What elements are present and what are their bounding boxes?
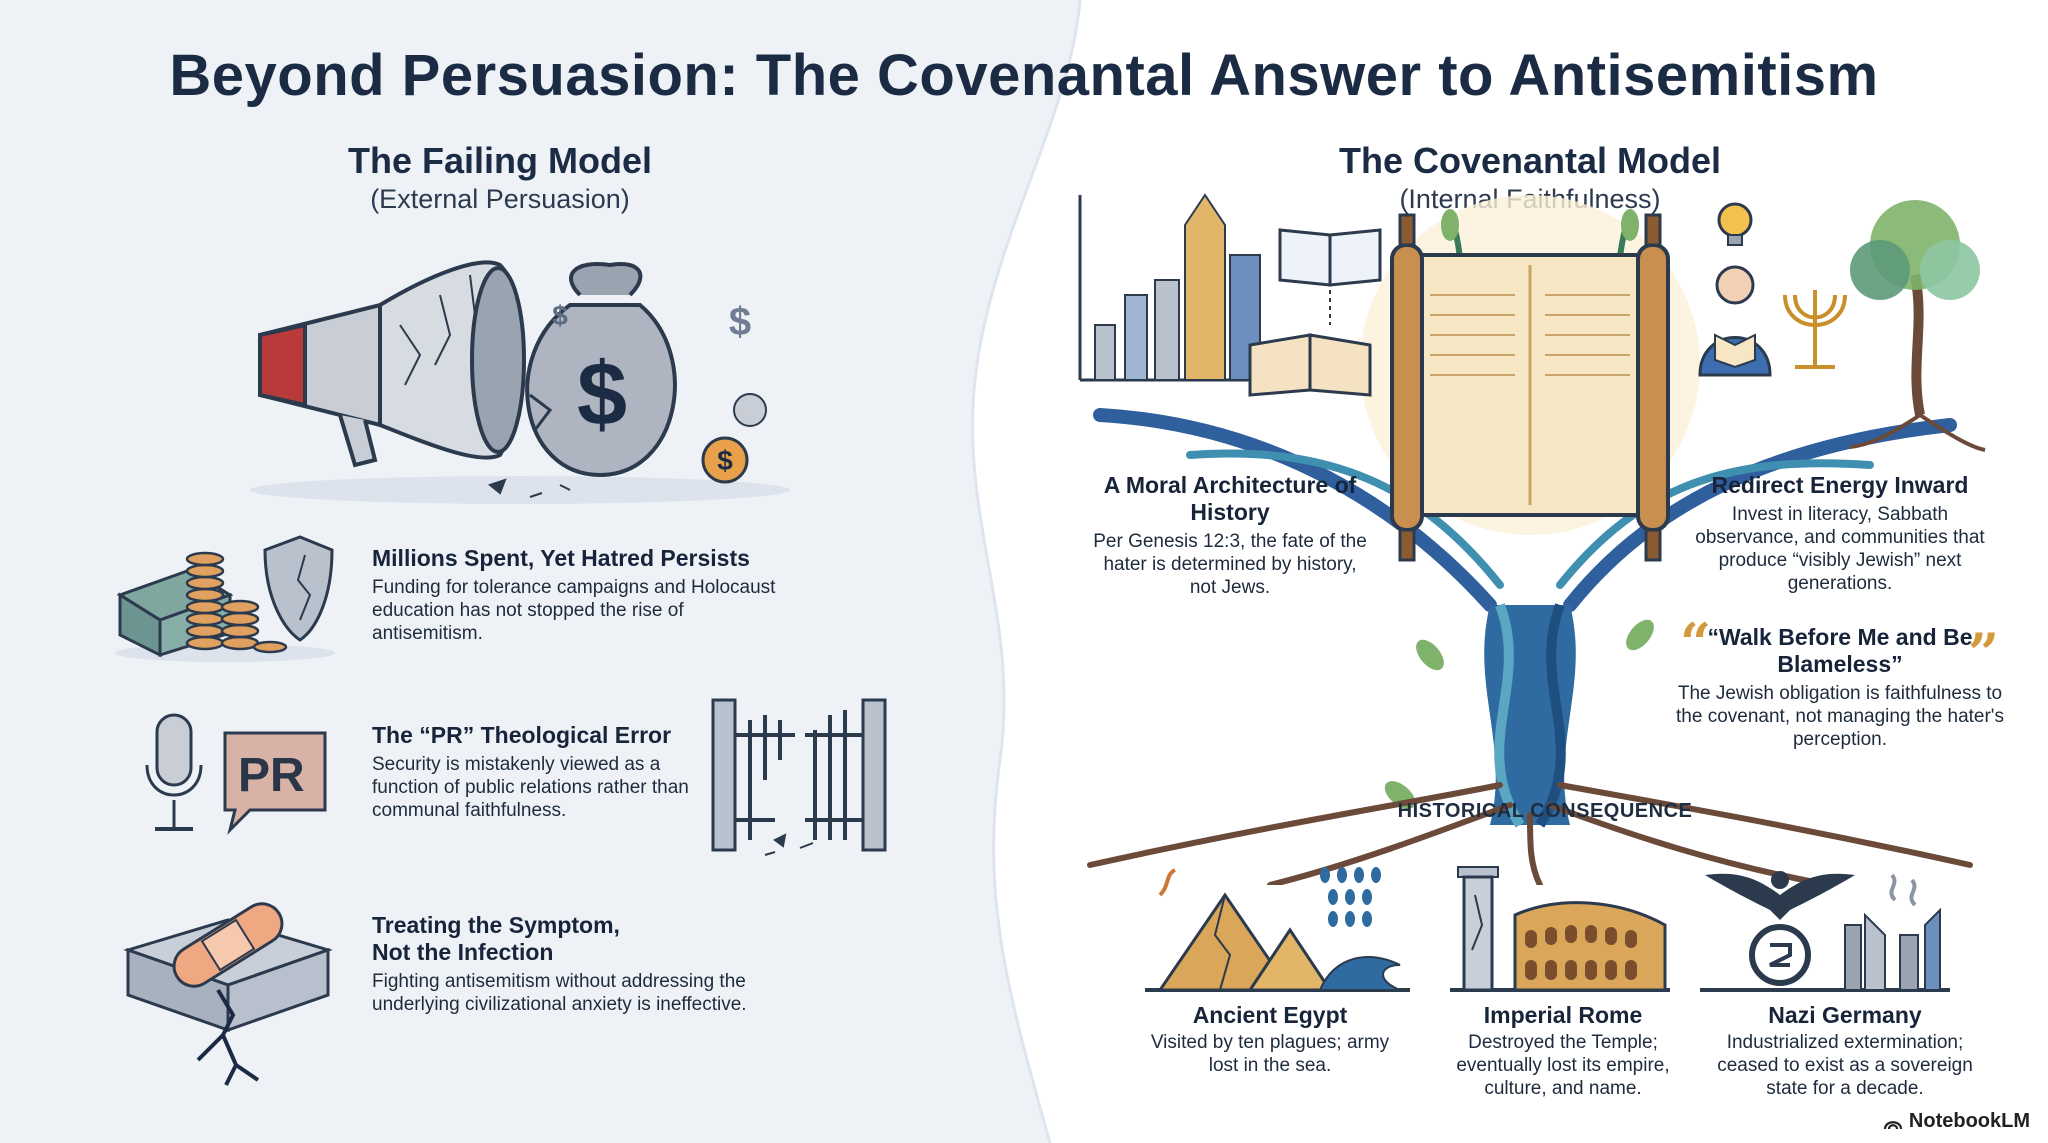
consequence-rome-title: Imperial Rome (1483, 1002, 1643, 1028)
moral-architecture-desc: Per Genesis 12:3, the fate of the hater … (1093, 531, 1367, 598)
failing-item-3-desc: Fighting antisemitism without addressing… (372, 971, 747, 1015)
consequence-germany: Nazi Germany Industrialized exterminatio… (1700, 1002, 1990, 1100)
eagle-ruins-icon (1700, 871, 1950, 992)
money-stack-shield-icon (115, 535, 335, 662)
redirect-energy-title: Redirect Energy Inward (1711, 472, 1969, 498)
city-chart-icon (1078, 193, 1270, 382)
walk-before-me-block: “Walk Before Me and Be Blameless” The Je… (1665, 624, 2015, 751)
broken-gate-icon (711, 698, 887, 856)
failing-item-1: Millions Spent, Yet Hatred Persists Fund… (372, 545, 792, 645)
torah-scroll-icon (1390, 213, 1670, 562)
microphone-pr-icon (145, 713, 327, 835)
failing-item-3: Treating the Symptom, Not the Infection … (372, 912, 792, 1016)
consequence-germany-desc: Industrialized extermination; ceased to … (1717, 1032, 1973, 1099)
redirect-energy-desc: Invest in literacy, Sabbath observance, … (1695, 504, 1985, 594)
cracked-block-bandage-icon (123, 902, 333, 1086)
notebooklm-brand: NotebookLM (1883, 1110, 2030, 1133)
redirect-energy-block: Redirect Energy Inward Invest in literac… (1680, 472, 2000, 595)
moral-architecture-title: A Moral Architecture of History (1103, 472, 1357, 525)
covenant-tree-scroll-illustration (1078, 193, 1986, 885)
open-book-icon (1248, 228, 1382, 397)
failing-model-subheading: (External Persuasion) (370, 184, 630, 214)
consequence-egypt-title: Ancient Egypt (1192, 1002, 1348, 1028)
consequence-egypt: Ancient Egypt Visited by ten plagues; ar… (1140, 1002, 1400, 1077)
failing-item-2: The “PR” Theological Error Security is m… (372, 722, 732, 822)
failing-item-1-title: Millions Spent, Yet Hatred Persists (372, 545, 750, 571)
failing-item-2-desc: Security is mistakenly viewed as a funct… (372, 754, 689, 821)
failing-item-2-title: The “PR” Theological Error (372, 722, 672, 748)
walk-before-me-desc: The Jewish obligation is faithfulness to… (1676, 683, 2004, 750)
menorah-icon (1783, 290, 1847, 369)
consequence-egypt-desc: Visited by ten plagues; army lost in the… (1150, 1032, 1390, 1076)
pyramid-plagues-icon (1145, 867, 1410, 992)
page-title: Beyond Persuasion: The Covenantal Answer… (169, 43, 1879, 108)
consequence-rome-desc: Destroyed the Temple; eventually lost it… (1456, 1032, 1670, 1099)
torn-money-bag-icon: $ $ $ $ (487, 262, 767, 498)
brand-label: NotebookLM (1908, 1110, 2030, 1132)
lightbulb-icon (1717, 202, 1753, 246)
failing-item-1-desc: Funding for tolerance campaigns and Holo… (372, 577, 776, 644)
broken-megaphone-moneybag-illustration: $ $ $ $ (250, 260, 790, 504)
notebooklm-logo-icon (1883, 1120, 1903, 1129)
historical-consequence-label: HISTORICAL CONSEQUENCE (1397, 800, 1693, 822)
person-reading-icon (1698, 265, 1772, 377)
moral-architecture-block: A Moral Architecture of History Per Gene… (1090, 472, 1370, 599)
svg-text:$: $ (729, 300, 751, 344)
tree-of-life-icon (1849, 200, 1986, 452)
consequence-germany-title: Nazi Germany (1768, 1002, 1922, 1028)
failing-item-3-title: Treating the Symptom, Not the Infection (372, 912, 620, 965)
pr-badge: PR (238, 749, 305, 802)
svg-text:$: $ (717, 445, 733, 476)
walk-before-me-quote: “Walk Before Me and Be Blameless” (1707, 624, 1973, 677)
consequence-illustrations (1145, 866, 1950, 992)
svg-text:$: $ (577, 345, 627, 445)
failing-model-heading: The Failing Model (348, 140, 652, 181)
covenantal-model-heading: The Covenantal Model (1338, 140, 1722, 181)
consequence-rome: Imperial Rome Destroyed the Temple; even… (1428, 1002, 1698, 1100)
broken-megaphone-icon (258, 260, 526, 468)
colosseum-column-icon (1450, 866, 1670, 992)
svg-text:$: $ (552, 300, 568, 331)
